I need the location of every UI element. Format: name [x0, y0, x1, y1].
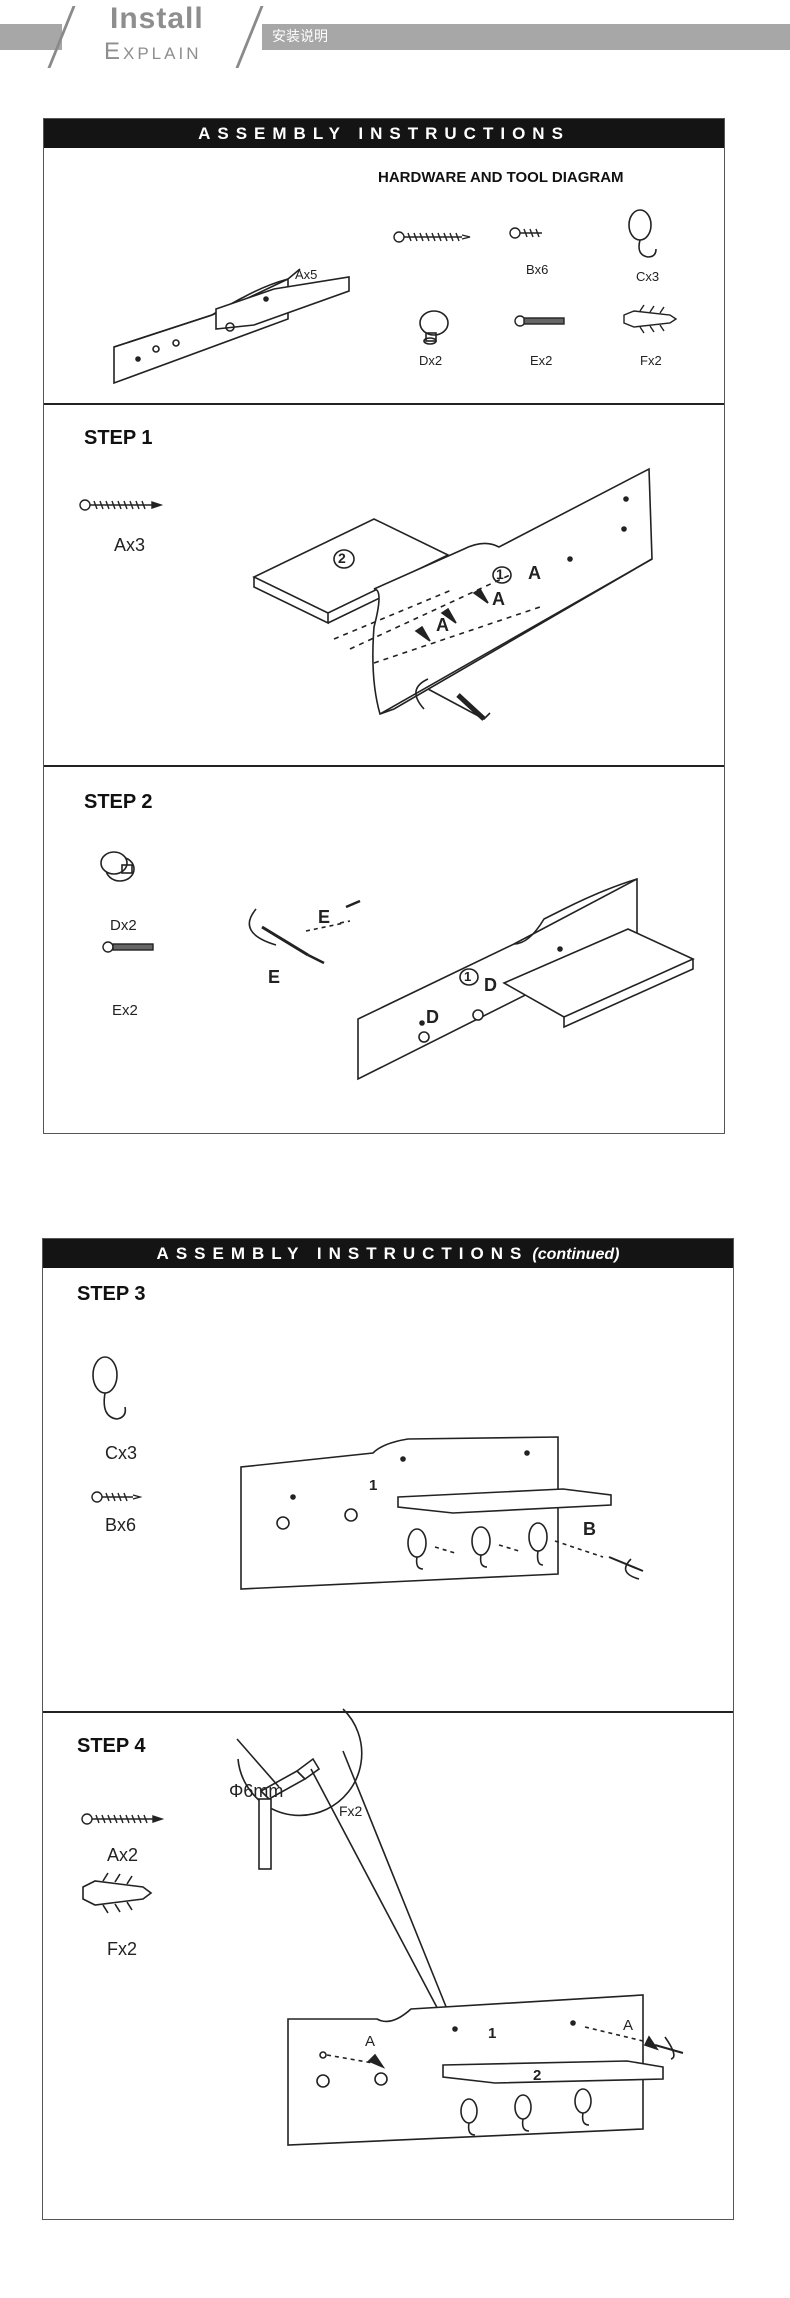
hardware-label-f: Fx2	[640, 353, 662, 368]
step4-zoom-label: Fx2	[339, 1803, 363, 1819]
step3-part-c: Cx3	[105, 1443, 138, 1463]
step1-title: STEP 1	[84, 427, 153, 449]
step1-part-label: Ax3	[114, 535, 146, 555]
step4-wall-anchor-icon	[82, 1872, 153, 1914]
panel-title: ASSEMBLY INSTRUCTIONS(continued)	[43, 1239, 733, 1268]
header-slash	[235, 6, 264, 68]
section-divider	[44, 403, 724, 405]
step2-title: STEP 2	[84, 791, 153, 813]
wall-anchor-icon	[623, 304, 678, 334]
step4-part-2: 2	[533, 2067, 542, 2084]
step3-part-b: Bx6	[105, 1515, 137, 1535]
section-divider	[44, 765, 724, 767]
panel-title: ASSEMBLY INSTRUCTIONS	[44, 119, 724, 148]
step1-screw-icon	[79, 499, 164, 511]
hardware-label-b: Bx6	[526, 262, 549, 277]
step2-bolt-icon	[102, 941, 154, 953]
step4-assembly-illustration	[287, 1994, 684, 2146]
step2-callout-e1: E	[318, 907, 331, 927]
hardware-title: HARDWARE AND TOOL DIAGRAM	[378, 169, 624, 186]
step1-callout-a3: A	[528, 563, 541, 583]
step1-part-2: 2	[338, 550, 346, 566]
step4-callout-a1: A	[365, 2033, 376, 2050]
step2-callout-e2: E	[268, 967, 281, 987]
step-illustrations	[81, 1356, 684, 2146]
hardware-diagram	[79, 209, 695, 1081]
short-screw-icon	[509, 227, 542, 239]
shelf-overview-illustration	[113, 268, 350, 385]
knob-icon	[419, 310, 449, 345]
step2-callout-d1: D	[484, 975, 497, 995]
assembly-panel-1: ASSEMBLY INSTRUCTIONS HARDWARE AND TOOL …	[43, 118, 725, 1134]
step3-assembly-illustration	[240, 1436, 644, 1590]
step4-callout-a2: A	[623, 2017, 634, 2034]
step2-assembly-illustration	[248, 877, 695, 1081]
step2-callout-d2: D	[426, 1007, 439, 1027]
step2-part-d: Dx2	[110, 917, 137, 934]
assembly-panel-2: ASSEMBLY INSTRUCTIONS(continued)	[42, 1238, 734, 2220]
section-divider	[43, 1711, 733, 1713]
header-subtitle: Explain	[104, 38, 202, 65]
hardware-label-e: Ex2	[530, 353, 553, 368]
step1-callout-a1: A	[436, 615, 449, 635]
panel-title-text: ASSEMBLY INSTRUCTIONS	[156, 1244, 529, 1263]
step4-title: STEP 4	[77, 1735, 146, 1757]
step2-part-e: Ex2	[112, 1002, 138, 1019]
header-title: Install	[110, 2, 204, 35]
hardware-label-a: Ax5	[295, 267, 318, 282]
step3-screw-icon	[91, 1491, 143, 1503]
bolt-icon	[514, 315, 565, 327]
step4-part-a: Ax2	[107, 1845, 139, 1865]
step3-hook-icon	[92, 1356, 127, 1420]
step3-callout-b: B	[583, 1519, 596, 1539]
step4-drill-label: Φ6mm	[229, 1781, 284, 1801]
step3-part-1: 1	[369, 1477, 378, 1494]
header-subtitle-cn: 安装说明	[272, 28, 328, 44]
screw-icon	[393, 231, 471, 243]
step2-part-1: 1	[464, 969, 472, 984]
step4-zoom-illustration	[236, 1708, 456, 2035]
step1-callout-a2: A	[492, 589, 505, 609]
step2-knob-icon	[100, 851, 135, 882]
page-header: Install Explain 安装说明	[0, 0, 790, 70]
hardware-label-c: Cx3	[636, 269, 660, 284]
step3-title: STEP 3	[77, 1283, 146, 1305]
header-bar-left	[0, 24, 62, 50]
header-bar-right: 安装说明	[262, 24, 790, 50]
step1-part-1: 1	[496, 566, 504, 582]
step4-screw-icon	[81, 1813, 165, 1825]
step4-part-f: Fx2	[107, 1939, 138, 1959]
hardware-label-d: Dx2	[419, 353, 443, 368]
step4-part-1: 1	[488, 2025, 497, 2042]
panel-title-suffix: (continued)	[532, 1246, 620, 1263]
step1-assembly-illustration	[252, 467, 653, 721]
hook-icon	[628, 209, 657, 258]
